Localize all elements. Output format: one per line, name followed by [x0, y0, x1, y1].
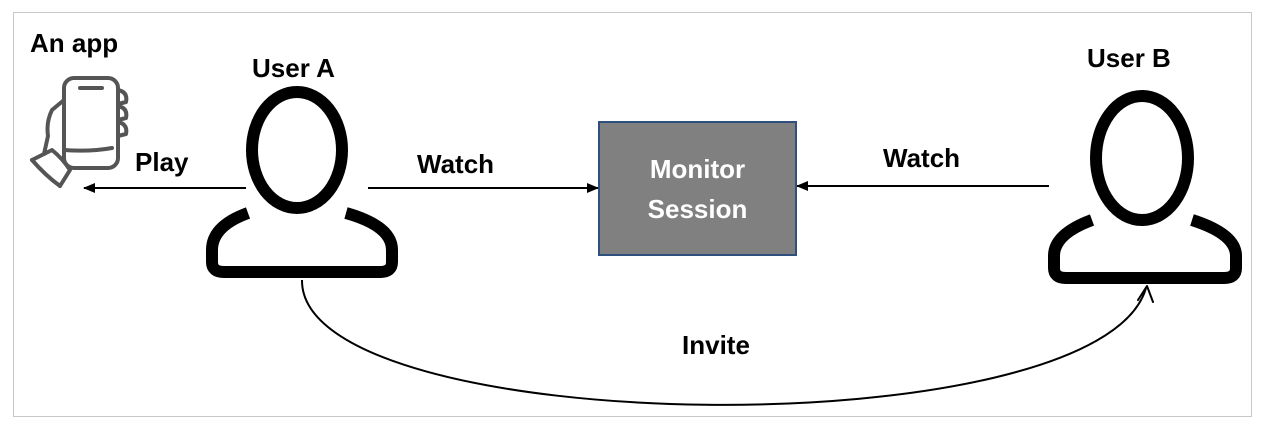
watch-label-user-b: Watch [883, 143, 961, 173]
user-b-label: User B [1087, 43, 1171, 73]
diagram-frame [13, 12, 1252, 417]
invite-arrow [300, 279, 1147, 406]
user-a-icon [206, 86, 398, 278]
play-label: Play [135, 147, 189, 177]
invite-arrowhead [1137, 285, 1154, 303]
watch-label-user-a: Watch [417, 149, 495, 179]
app-label: An app [30, 28, 119, 58]
user-a-label: User A [252, 53, 335, 83]
invite-label: Invite [682, 330, 750, 360]
monitor-session-label: Monitor Session [647, 153, 748, 224]
phone-hand-icon [30, 76, 129, 188]
user-b-icon [1048, 90, 1242, 284]
monitor-session-box: Monitor Session [598, 121, 797, 256]
